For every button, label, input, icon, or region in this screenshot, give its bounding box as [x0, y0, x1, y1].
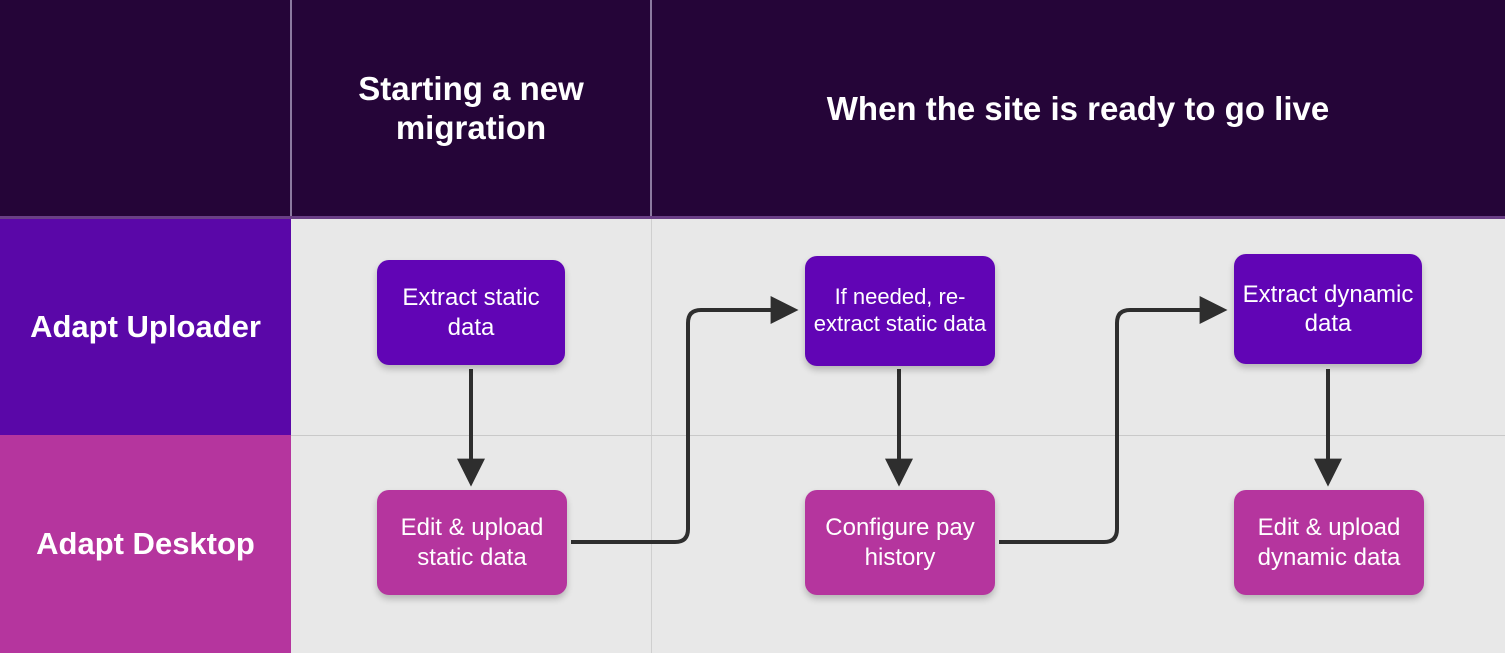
diagram-body: Adapt Uploader Adapt Desktop Extract sta… [0, 219, 1505, 653]
node-if-needed-re-extract-static-data[interactable]: If needed, re-extract static data [805, 256, 995, 366]
header-divider-1 [290, 0, 292, 218]
row-label-adapt-uploader: Adapt Uploader [0, 219, 291, 435]
node-configure-pay-history[interactable]: Configure pay history [805, 490, 995, 595]
node-extract-static[interactable]: Extract static data [377, 260, 565, 365]
header-corner-cell [0, 0, 291, 218]
node-edit-upload-dynamic-data[interactable]: Edit & upload dynamic data [1234, 490, 1424, 595]
row-label-adapt-desktop: Adapt Desktop [0, 435, 291, 653]
body-column-divider [651, 219, 652, 653]
body-row-divider [291, 435, 1505, 436]
connector-edit-static-to-reextract-static [571, 296, 799, 544]
header-column-site-ready-go-live: When the site is ready to go live [826, 89, 1330, 127]
node-extract-dynamic-data[interactable]: Extract dynamic data [1234, 254, 1422, 364]
header-column-starting-new-migration: Starting a new migration [358, 70, 584, 146]
header-divider-2 [650, 0, 652, 218]
node-edit-upload-static-data[interactable]: Edit & upload static data [377, 490, 567, 595]
header-underline [0, 216, 1505, 219]
connector-configure-pay-to-extract-dynamic [999, 296, 1228, 544]
diagram-header-band: Starting a new migration When the site i… [0, 0, 1505, 218]
